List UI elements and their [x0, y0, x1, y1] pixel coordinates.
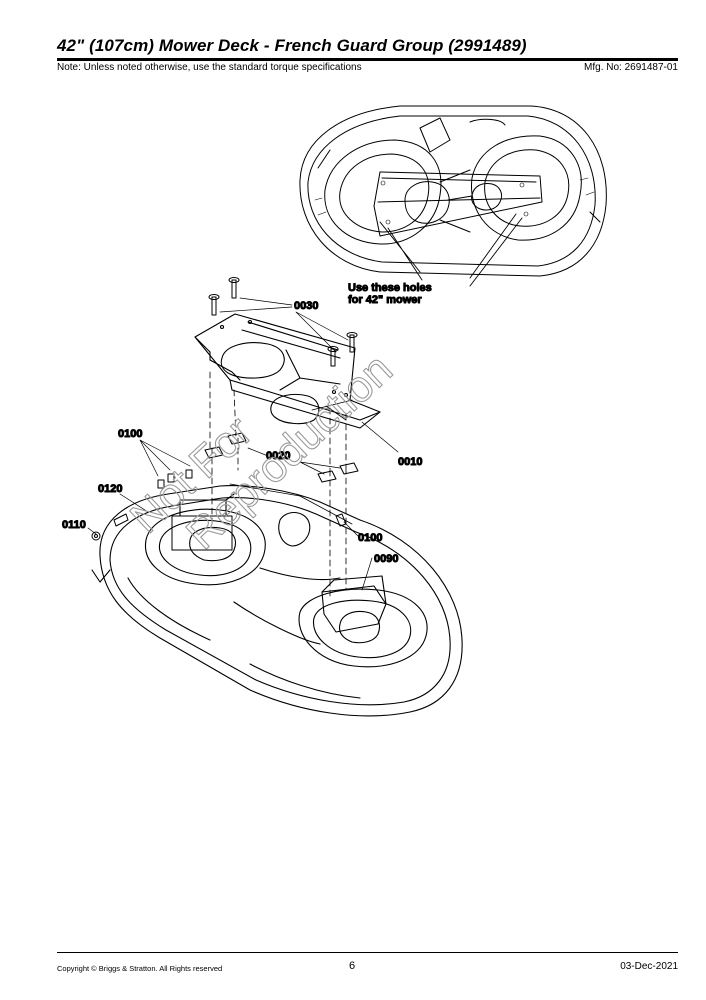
alignment-lines [209, 371, 347, 601]
inset-deck-view [299, 105, 607, 287]
torque-note: Note: Unless noted otherwise, use the st… [57, 62, 362, 73]
callout-0010: 0010 [398, 456, 422, 468]
mower-deck [91, 483, 463, 717]
parts-diagram: Use these holes for 42" mower 0030 0010 [62, 105, 607, 717]
hole-annotation-line1: Use these holes [348, 282, 432, 294]
callout-0120: 0120 [98, 483, 122, 495]
page-number: 6 [349, 960, 356, 972]
publication-date: 03-Dec-2021 [620, 961, 678, 972]
copyright: Copyright © Briggs & Stratton. All Right… [57, 964, 223, 973]
hole-annotation-line2: for 42" mower [348, 294, 422, 306]
mfg-number: Mfg. No: 2691487-01 [584, 62, 678, 73]
header-rule [57, 58, 678, 61]
callout-0090: 0090 [374, 553, 398, 565]
callout-0030: 0030 [294, 300, 318, 312]
guard-plate-0010 [194, 313, 381, 429]
page-title: 42" (107cm) Mower Deck - French Guard Gr… [57, 36, 527, 55]
callout-0020: 0020 [266, 450, 290, 462]
clips-0020 [204, 432, 359, 483]
leader-lines [87, 439, 373, 591]
callout-0110: 0110 [62, 519, 86, 531]
hardware-0110-0120 [91, 469, 347, 541]
footer-rule [57, 952, 678, 953]
callout-0100-left: 0100 [118, 428, 142, 440]
